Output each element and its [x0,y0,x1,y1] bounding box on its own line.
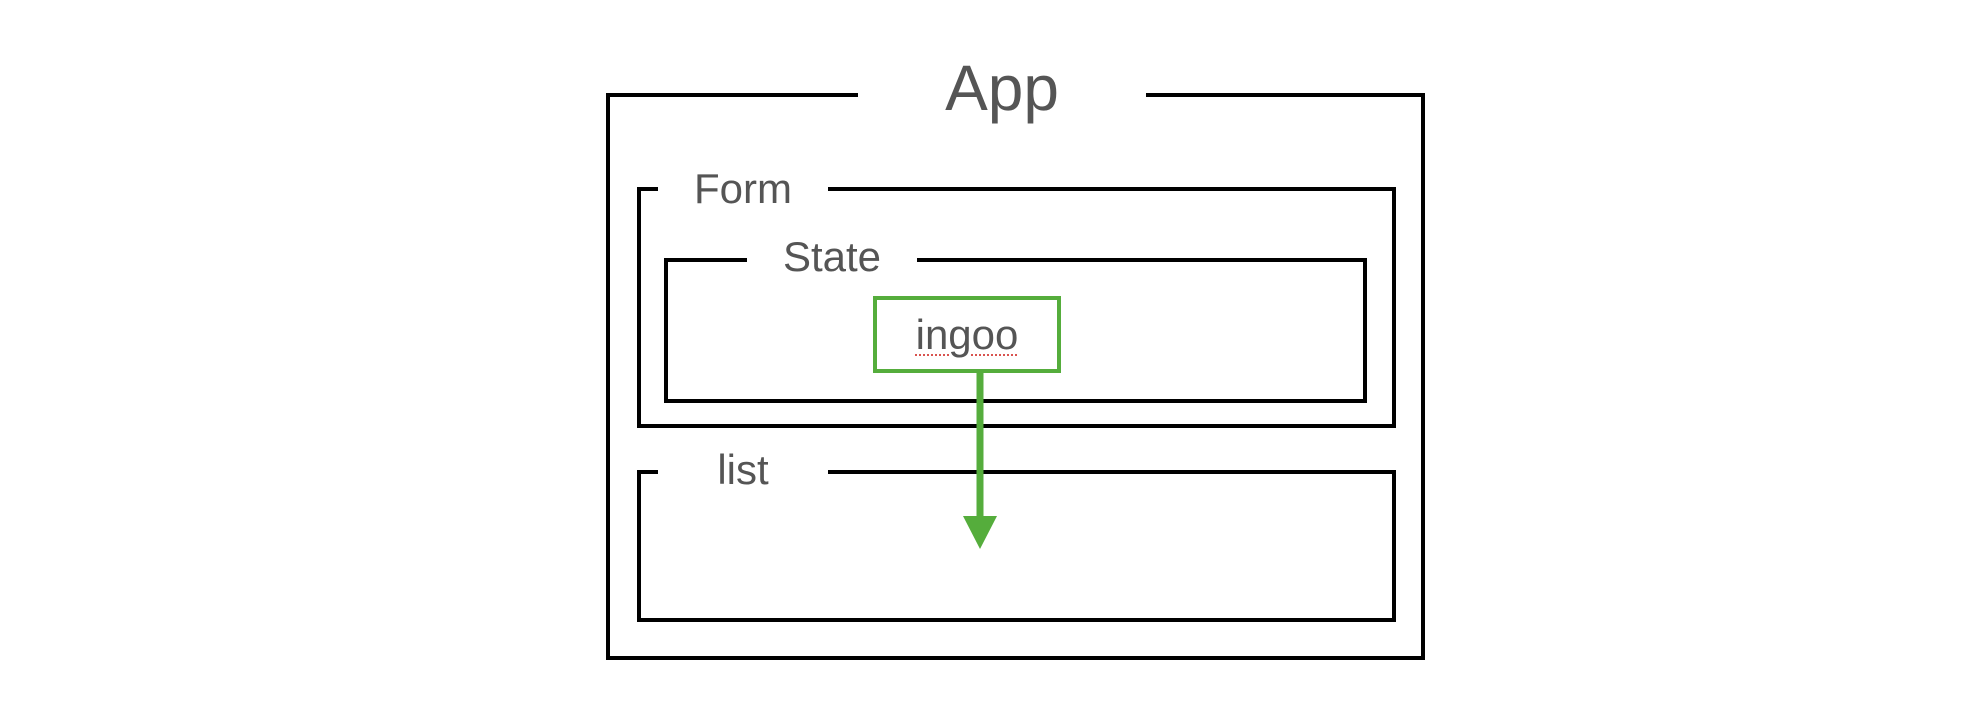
state-value-text: ingoo [915,310,1019,358]
arrow-down-icon [963,373,997,549]
list-container [637,470,1396,622]
arrow-head [963,516,997,549]
form-title: Form [658,168,828,210]
state-value-box: ingoo [873,296,1061,373]
app-title: App [858,56,1146,120]
state-container [664,258,1367,403]
state-title: State [747,236,917,278]
list-title: list [658,449,828,491]
form-container [637,187,1396,428]
